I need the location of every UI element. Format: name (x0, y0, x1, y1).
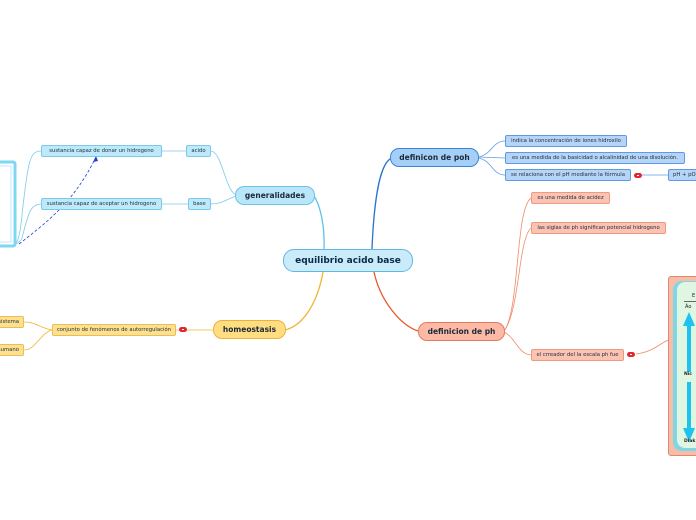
connector-gen-acido (211, 151, 236, 195)
branch-homeostasis[interactable]: homeostasis (213, 320, 286, 339)
image-divider (684, 301, 696, 302)
ph-scale-arrow (681, 312, 696, 442)
node-poh-item3[interactable]: se relaciona con el pH mediante la fórmu… (505, 169, 631, 181)
node-sistema[interactable]: sistema (0, 316, 24, 328)
central-topic[interactable]: equilibrio acido base (283, 249, 413, 272)
connector-central-generalidades (314, 196, 324, 249)
node-autorregulacion[interactable]: conjunto de fenómenos de autorregulación (52, 324, 176, 336)
connector-central-ph (374, 272, 418, 331)
connector-central-homeostasis (285, 272, 323, 330)
badge-homeostasis[interactable] (179, 327, 187, 332)
left-frame-inner (0, 166, 11, 242)
connector-child-leaf1 (24, 322, 52, 330)
connector-item3-image (636, 340, 668, 354)
node-ph-item3[interactable]: el crreador del la escala ph fue (531, 349, 624, 361)
node-acido[interactable]: acido (186, 145, 211, 157)
branch-generalidades[interactable]: generalidades (235, 186, 315, 205)
connector-ph-item1 (504, 198, 531, 331)
connector-gen-base (211, 196, 236, 204)
node-base[interactable]: base (188, 198, 211, 210)
node-poh-item2[interactable]: es una medida de la basicidad o alcalini… (505, 152, 685, 164)
node-ph-item1[interactable]: es una medida de acidez (531, 192, 610, 204)
connector-poh-item2 (478, 157, 505, 158)
node-poh-formula[interactable]: pH + pOH = 14 (668, 169, 696, 181)
node-acido-definition[interactable]: sustancia capaz de donar un hidrogeno (41, 145, 162, 157)
connector-poh-item3 (478, 158, 505, 175)
image-text-mid: Nic (684, 372, 692, 377)
branch-poh[interactable]: definicon de poh (390, 148, 479, 167)
badge-ph[interactable] (627, 352, 635, 357)
node-base-definition[interactable]: sustancia capaz de aceptar un hidrogeno (41, 198, 162, 210)
image-text-line2: Áo (685, 304, 691, 310)
branch-ph[interactable]: definicion de ph (418, 322, 505, 341)
node-ph-item2[interactable]: las siglas de ph significan potencial hi… (531, 222, 666, 234)
badge-poh[interactable] (634, 173, 642, 178)
connector-ph-item2 (504, 228, 531, 331)
connector-poh-item1 (478, 141, 505, 157)
image-text-bottom: Diak (684, 439, 695, 444)
connector-ph-item3 (504, 332, 531, 355)
node-poh-item1[interactable]: indica la concentración de iones hidroxi… (505, 135, 627, 147)
image-text-line1: E (692, 293, 695, 299)
connector-base-left (15, 204, 41, 244)
connector-central-poh (372, 158, 392, 249)
connector-child-leaf2 (24, 330, 52, 350)
node-humano[interactable]: humano (0, 344, 24, 356)
